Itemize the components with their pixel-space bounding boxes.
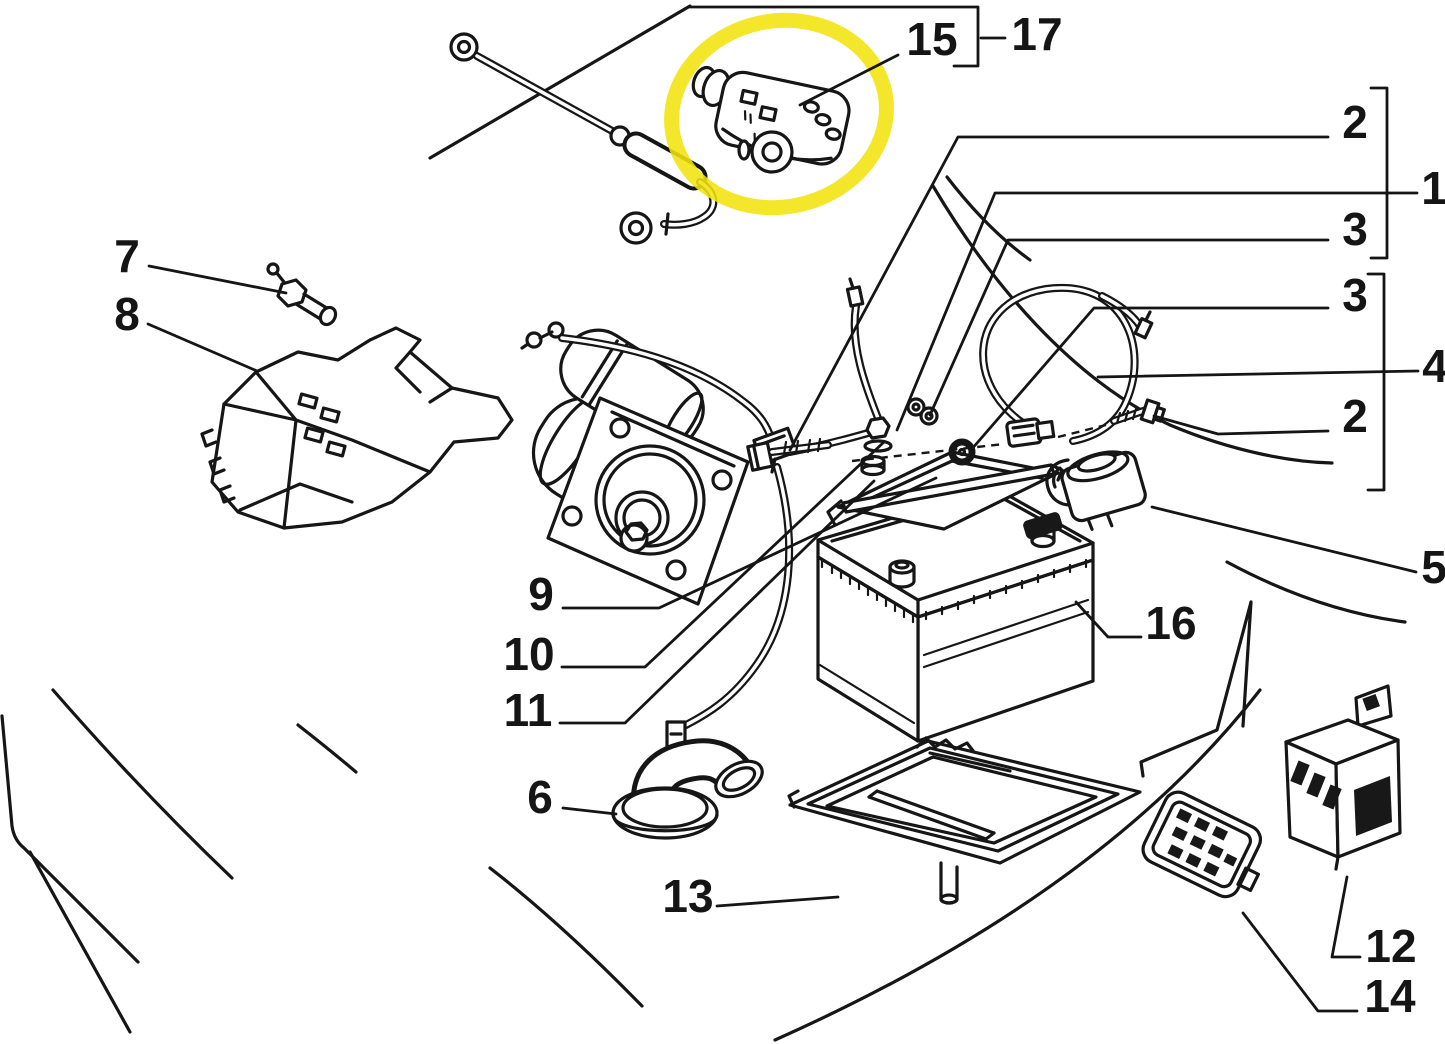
callout-label-part-4: 4 [1422,340,1445,392]
relay [1284,684,1402,871]
clamp-washers [906,397,976,466]
callout-label-part-12: 12 [1365,920,1416,972]
bracket-group-1 [1369,86,1389,260]
callout-label-part-3-upper: 3 [1342,203,1368,255]
leader-part-16 [1074,600,1143,639]
leader-part-7 [147,264,288,295]
negative-cable-loop [851,283,1154,463]
leader-part-6 [561,806,618,816]
callout-label-part-13: 13 [662,870,713,922]
highlight-marker [664,12,894,216]
leader-part-8 [146,322,259,373]
callout-brackets [688,5,1389,492]
leader-part-15 [798,53,900,107]
drain-elbow [611,738,764,840]
leader-part-14 [1241,911,1359,1013]
leader-part-3-lower [969,306,1330,452]
callout-label-part-2-top: 2 [1342,96,1368,148]
callout-label-part-14: 14 [1364,970,1416,1022]
heat-shield-bracket [200,326,514,530]
callout-label-part-1: 1 [1421,162,1445,214]
callout-label-part-17: 17 [1011,8,1062,60]
leader-part-9 [561,476,938,610]
callout-label-part-16: 16 [1145,597,1196,649]
temperature-sensor [266,262,338,327]
leader-part-13 [715,895,840,908]
leader-part-11 [558,479,876,725]
clamp-bolt [746,437,832,472]
leader-part-10 [560,440,886,669]
battery-tray [787,736,1142,905]
leader-part-3-upper [928,238,1330,417]
callout-label-part-7: 7 [114,230,140,282]
leader-part-2-top [788,135,1330,452]
callout-label-part-5: 5 [1421,541,1445,593]
callout-label-part-6: 6 [527,771,553,823]
battery [816,486,1095,743]
callout-label-part-3-lower: 3 [1342,269,1368,321]
leader-part-12 [1330,875,1362,959]
callout-label-part-15: 15 [906,13,957,65]
callout-label-part-8: 8 [114,288,140,340]
callout-label-part-2-bottom: 2 [1342,390,1368,442]
leader-part-2-bottom [1152,414,1330,436]
callout-label-part-10: 10 [503,628,554,680]
starter-motor [520,321,750,606]
leader-part-5 [1150,505,1418,574]
leader-part-1 [895,191,1419,432]
bracket-group-4 [1366,272,1386,492]
terminal-cover [1045,450,1147,531]
leader-part-4 [1096,369,1420,379]
engine-harness [558,277,886,474]
callout-label-part-11: 11 [504,684,553,736]
ground-screw [1110,398,1166,425]
callout-label-part-9: 9 [528,568,554,620]
fuse-box [1141,790,1263,899]
clamp-nut [948,438,976,466]
battery-disconnect-switch [691,65,851,174]
bracket-15-17 [688,5,980,68]
